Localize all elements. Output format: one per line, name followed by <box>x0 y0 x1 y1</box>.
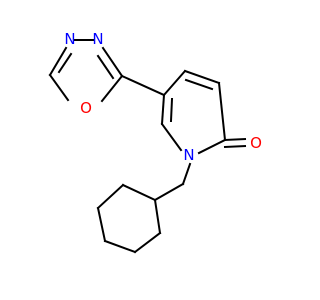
bond-carbonyl-b <box>223 144 247 149</box>
bond-o1-c2 <box>48 73 70 102</box>
bond-c5-o1 <box>100 74 124 103</box>
bond-layer <box>48 39 247 254</box>
bond-n1-ch2 <box>181 162 192 186</box>
bond-ch2-cyclohexyl <box>153 182 185 202</box>
bond-c4-c3 <box>183 69 221 85</box>
atom-label-oxadiazole-o1: O <box>80 99 92 117</box>
bond-c6-c5 <box>160 93 166 126</box>
bond-n1-c6 <box>160 122 183 152</box>
bond-oxadiazole-pyridinone <box>120 74 166 97</box>
bond-cy-2 <box>96 183 125 210</box>
bond-c5-c4 <box>162 69 187 97</box>
bond-c2-n3 <box>48 46 68 77</box>
bond-carbonyl-a <box>223 137 247 142</box>
bond-n4-c5-inner <box>96 54 115 80</box>
atom-label-oxadiazole-n4: N <box>92 30 103 48</box>
atom-label-layer: N N O N O <box>64 30 262 164</box>
atom-label-oxadiazole-n3: N <box>64 30 75 48</box>
atom-label-pyridinone-n1: N <box>183 146 194 164</box>
bond-n4-c5 <box>101 46 124 78</box>
atom-label-carbonyl-o: O <box>250 134 262 152</box>
bond-cy-6 <box>153 198 162 235</box>
bond-c4-c3-inner <box>184 78 214 91</box>
bond-cy-5 <box>133 231 162 254</box>
bond-c2-n1 <box>197 138 227 155</box>
bond-c6-c5-inner <box>169 97 174 123</box>
bond-c3-c2 <box>217 81 227 142</box>
bond-cy-1 <box>121 183 157 202</box>
bond-cy-3 <box>96 206 107 243</box>
bond-cy-4 <box>103 239 137 254</box>
molecule-structure-diagram: N N O N O <box>48 30 262 254</box>
bond-c2-n3-inner <box>57 52 73 74</box>
